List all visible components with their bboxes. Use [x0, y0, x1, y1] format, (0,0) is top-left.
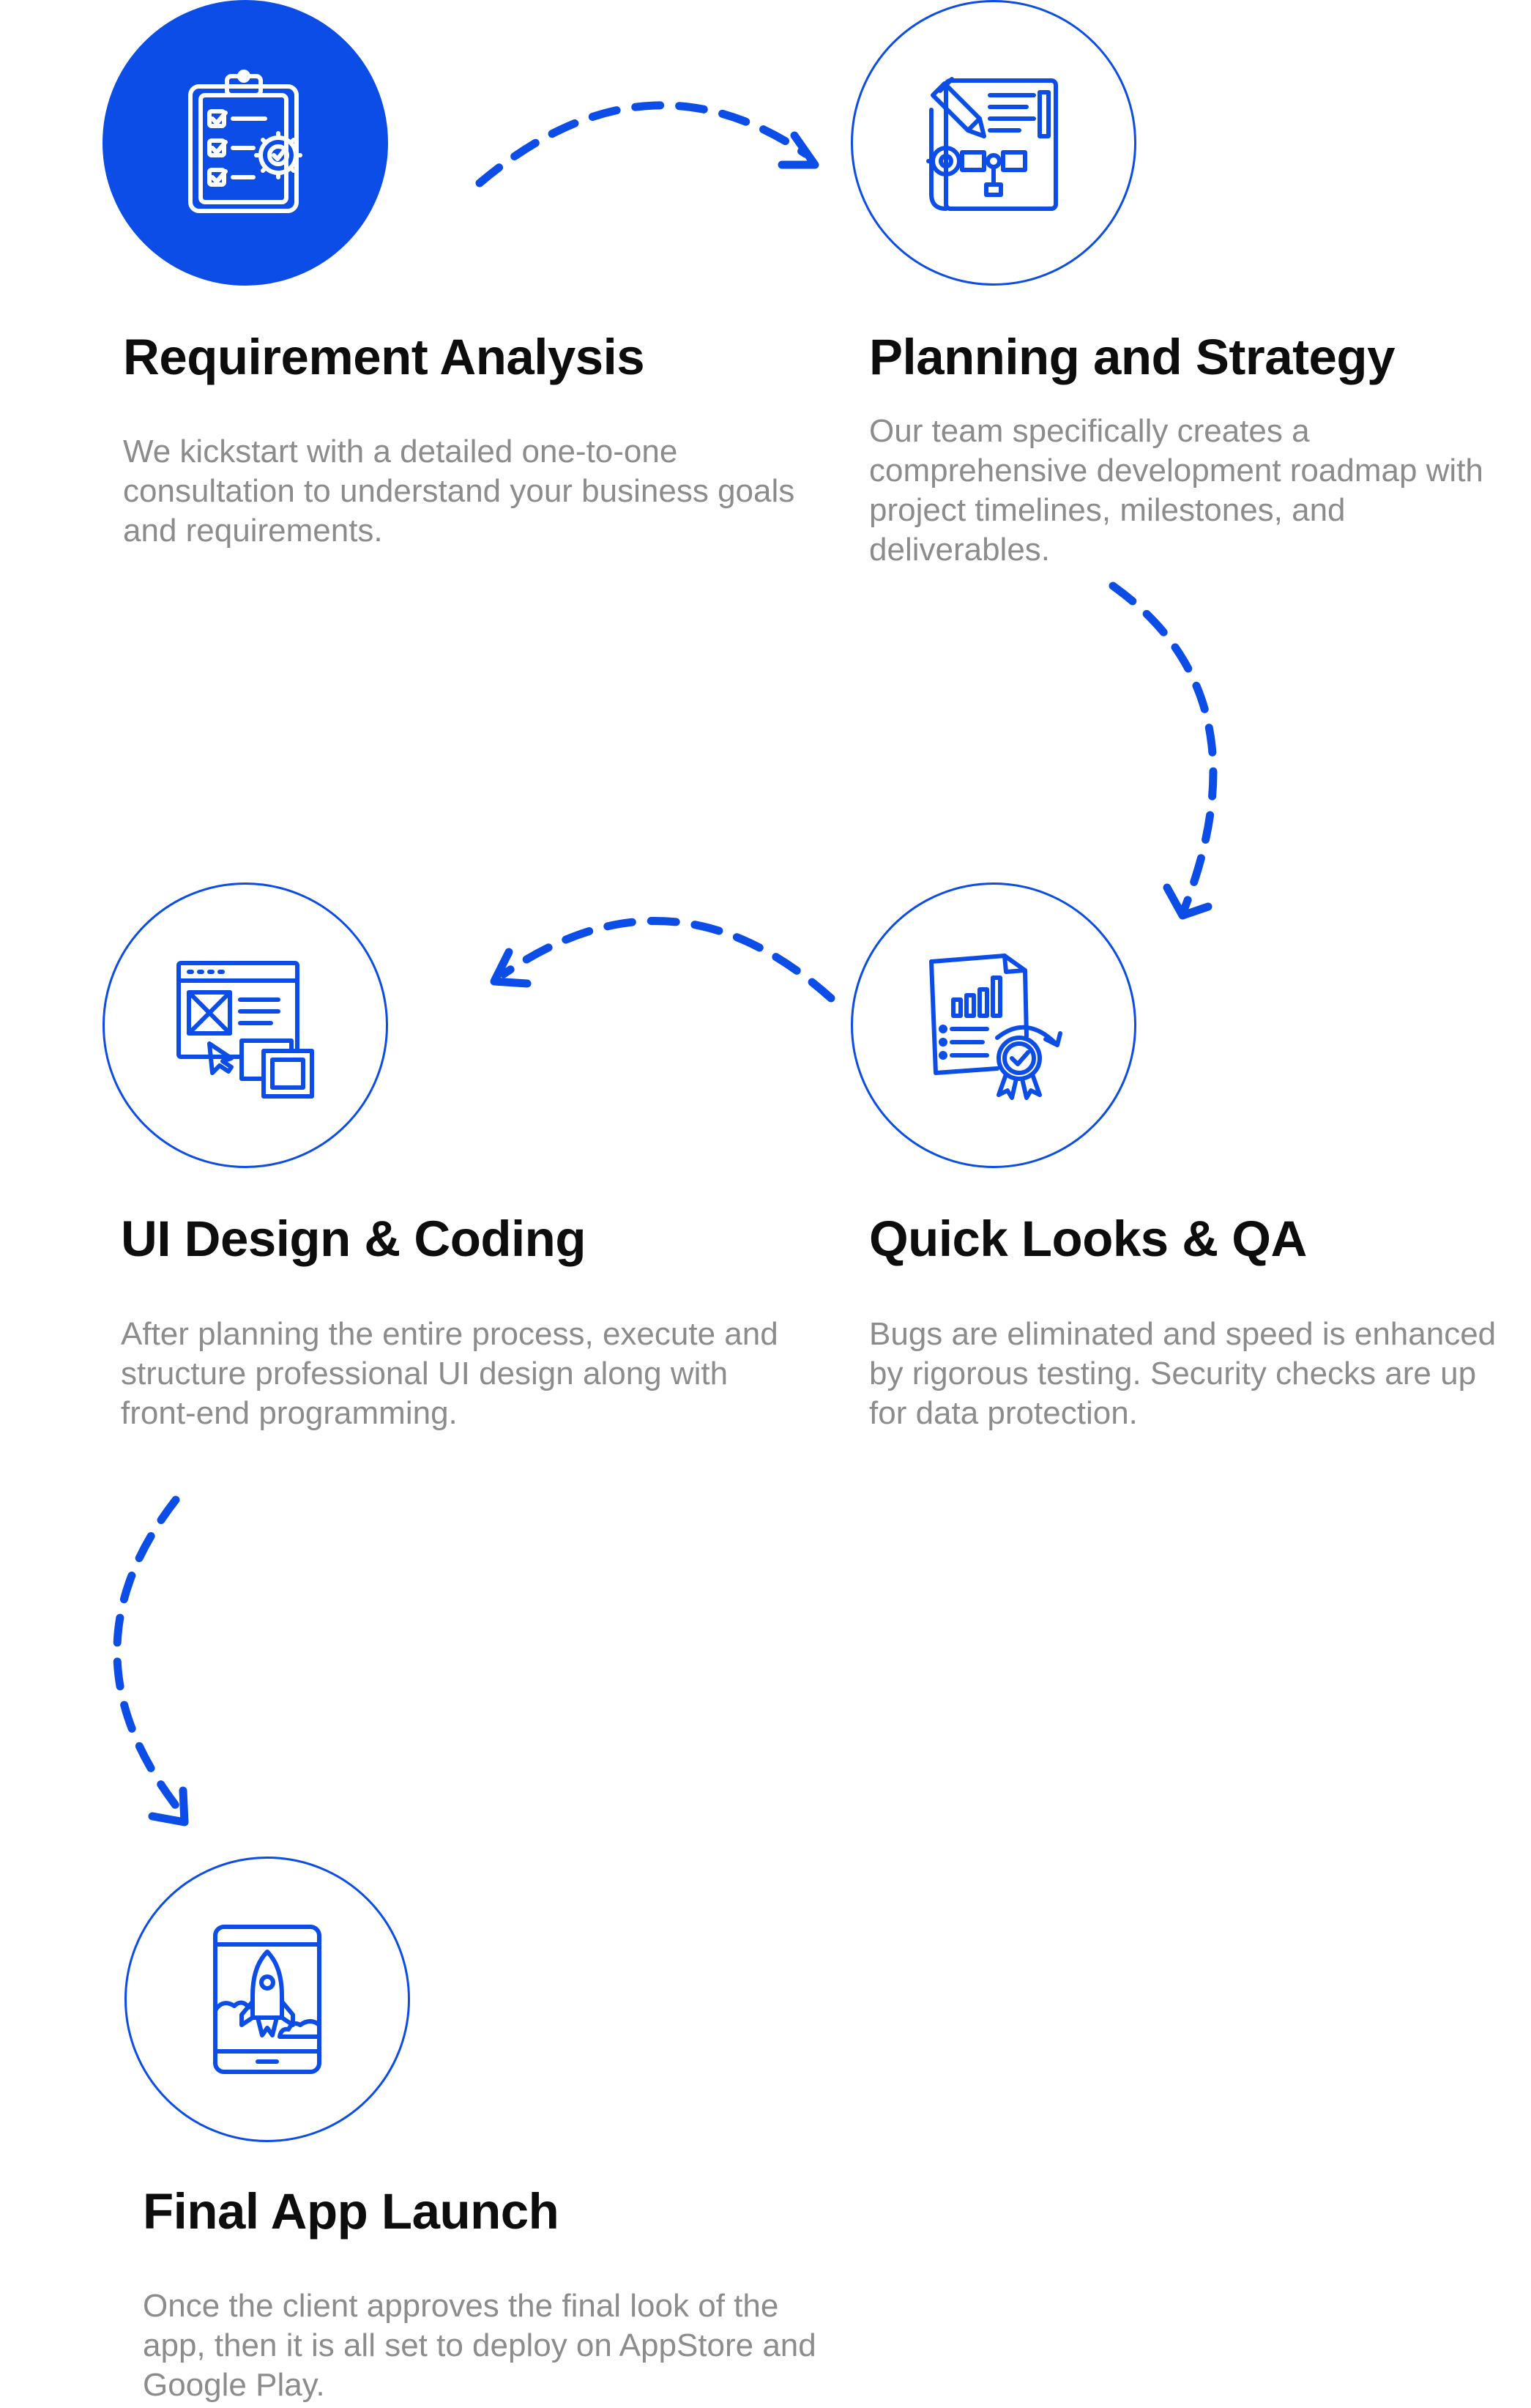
step-title: Quick Looks & QA: [869, 1211, 1307, 1267]
step-description: Bugs are eliminated and speed is enhance…: [869, 1316, 1497, 1431]
step-title: Planning and Strategy: [869, 329, 1395, 385]
step-final-app-launch-circle: [124, 1857, 410, 2142]
step-ui-design-coding-circle: [103, 882, 388, 1168]
step-description: After planning the entire process, execu…: [121, 1316, 778, 1431]
step-requirement-analysis-circle: [103, 0, 388, 286]
step-title: UI Design & Coding: [121, 1211, 586, 1267]
clipboard-checklist-gear-icon: [188, 70, 302, 213]
step-planning-strategy-circle: [851, 0, 1136, 286]
step-title: Final App Launch: [143, 2183, 559, 2240]
step-description: We kickstart with a detailed one-to-one …: [123, 434, 795, 549]
arrow-step1-to-step2: [475, 101, 819, 187]
step-quick-looks-qa-circle: [851, 882, 1136, 1168]
step-title: Requirement Analysis: [123, 329, 645, 385]
wireframe-windows-icon: [176, 961, 314, 1099]
step-description: Our team specifically creates a comprehe…: [869, 413, 1483, 568]
arrow-step4-to-step3: [490, 916, 835, 1003]
arrow-step2-to-step4: [1109, 581, 1218, 920]
arrow-step3-to-step5: [113, 1495, 189, 1827]
smartphone-rocket-icon: [213, 1925, 321, 2074]
report-certificate-badge-icon: [929, 954, 1062, 1100]
blueprint-pencil-gear-icon: [926, 77, 1058, 211]
step-description: Once the client approves the final look …: [143, 2288, 816, 2403]
